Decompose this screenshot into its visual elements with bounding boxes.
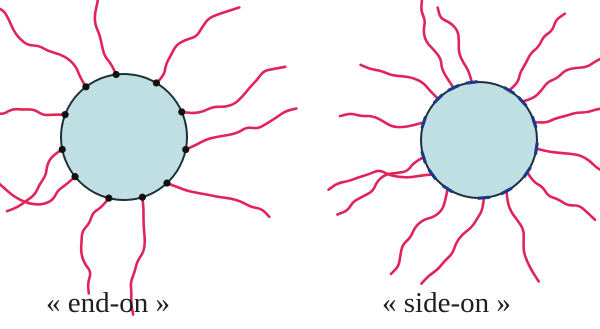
anchor-dot (178, 108, 185, 115)
polymer-chain (7, 150, 62, 212)
side-on-panel (329, 0, 600, 284)
polymer-chain (522, 56, 600, 101)
polymer-chain (167, 183, 269, 217)
anchor-segment (467, 82, 477, 83)
polymer-chain (337, 157, 423, 214)
polymer-chain (361, 65, 439, 99)
anchor-dot (113, 71, 120, 78)
polymer-chain (391, 189, 448, 274)
anchor-dot (105, 195, 112, 202)
polymer-chain (0, 91, 65, 115)
anchor-dot (71, 173, 78, 180)
polymer-chain (182, 67, 285, 113)
anchor-segment (536, 144, 537, 154)
polymer-chain (340, 114, 424, 127)
polymer-chain (0, 6, 86, 86)
polymer-chain (421, 0, 453, 88)
polymer-chain (95, 0, 116, 75)
anchor-dot (139, 194, 146, 201)
anchor-dot (163, 179, 170, 186)
anchor-segment (479, 197, 489, 198)
polymer-chain (329, 171, 433, 190)
polymer-chain (534, 97, 600, 123)
polymer-chain (527, 172, 595, 220)
anchor-dot (59, 146, 66, 153)
anchor-dot (82, 83, 89, 90)
anchor-dot (153, 79, 160, 86)
polymer-chain (421, 198, 483, 284)
polymer-chain (186, 109, 297, 150)
end-on-caption: « end-on » (46, 286, 170, 320)
end-on-panel (0, 0, 296, 315)
side-on-caption: « side-on » (382, 286, 511, 320)
polymer-chain (81, 198, 109, 293)
anchor-dot (182, 146, 189, 153)
polymer-chain (536, 149, 600, 177)
polymer-chain (156, 7, 239, 83)
polymer-chain (507, 191, 539, 281)
anchor-dot (62, 111, 69, 118)
